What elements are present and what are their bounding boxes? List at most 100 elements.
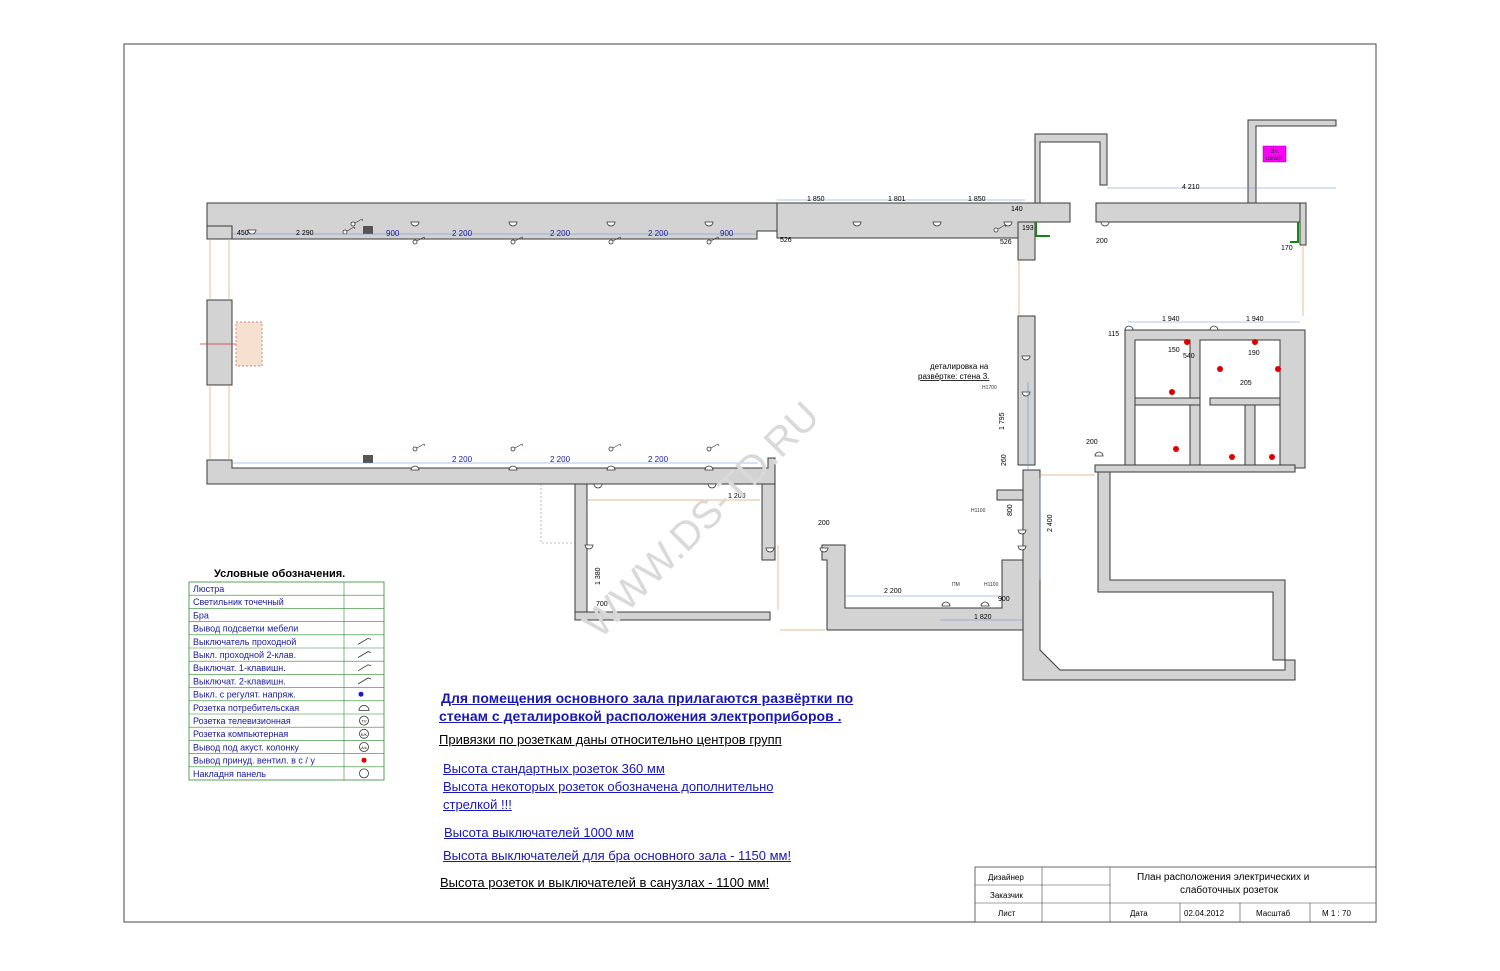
socket-icon: [1021, 355, 1031, 361]
h1100-label-b: H1100: [984, 582, 999, 588]
switch-icon: [412, 239, 418, 245]
vent-markers: [1169, 339, 1281, 460]
note-switches: Высота выключателей 1000 мм: [444, 825, 634, 840]
switch-icon: [510, 446, 516, 452]
electrical-shaft: [1262, 145, 1287, 163]
sheet-frame: [123, 43, 1377, 923]
tb-designer-label: Дизайнер: [988, 873, 1024, 882]
shaft-label-1: Эл.: [1270, 149, 1280, 155]
wall-lower-room-bottom: [574, 611, 771, 621]
legend-item-label: Розетка телевизионная: [193, 716, 291, 726]
socket-icon: [1094, 451, 1104, 457]
socket-icon: [941, 601, 951, 607]
dim-lower-2: 200: [818, 520, 830, 527]
dim-lower-4: 700: [596, 601, 608, 608]
switch-lever: [514, 236, 524, 242]
wall-shaft-room: [1247, 119, 1337, 204]
dimension-lines: [232, 187, 1336, 621]
wall-left-niche: [206, 299, 233, 386]
socket-icon: [1124, 325, 1134, 331]
wall-upper-room: [1034, 133, 1108, 204]
dim-near-1: 526: [780, 237, 792, 244]
legend-title: Условные обозначения.: [214, 568, 345, 580]
switch-lever: [612, 236, 622, 242]
dim-room-5: 540: [1183, 353, 1195, 360]
tb-date-value: 02.04.2012: [1184, 909, 1225, 918]
dim-top-1: 1 850: [807, 196, 825, 203]
wall-left-top: [206, 225, 233, 240]
socket-icon: [1100, 221, 1110, 227]
dim-lower-11: 2 400: [1047, 514, 1054, 532]
wall-room-divider-1: [1134, 397, 1201, 406]
tb-scale-value: М 1 : 70: [1322, 909, 1351, 918]
note-height-some-1: Высота некоторых розеток обозначена допо…: [443, 779, 774, 794]
socket-icon: [358, 705, 370, 711]
dim-near-4: 193: [1022, 225, 1034, 232]
tv-socket-icon: TV: [359, 715, 369, 726]
switch-icon: [608, 239, 614, 245]
legend-item-label: Накладня панель: [193, 769, 266, 779]
switch-icon: [608, 446, 614, 452]
wall-lower-right: [1022, 469, 1296, 681]
legend-item-label: Розетка потребительская: [193, 703, 299, 713]
switch-lever: [346, 226, 356, 232]
wall-center-2: [1017, 315, 1036, 466]
socket-icon: [508, 221, 518, 227]
switch-lever: [710, 443, 720, 449]
note-switches-bra: Высота выключателей для бра основного за…: [443, 848, 792, 863]
windows: [209, 239, 1304, 631]
switch-icon: [357, 664, 372, 672]
door-marker-2: [1290, 222, 1299, 243]
dim-room-6: 190: [1248, 350, 1260, 357]
dim-lower-7: 1 820: [974, 614, 992, 621]
switch-icon: [706, 239, 712, 245]
dimension-texts: 1 850 1 801 1 850 4 210 450 2 290 900 2 …: [237, 184, 1293, 621]
tb-date-label: Дата: [1130, 909, 1148, 918]
wall-lower-left: [574, 483, 588, 613]
socket-icon: [606, 465, 616, 471]
dim-room-7: 205: [1240, 380, 1252, 387]
socket-icon: [1017, 545, 1027, 551]
wall-lower-mid: [761, 483, 776, 561]
dim-lower-9: 260: [1001, 454, 1008, 466]
tb-scale-label: Масштаб: [1256, 909, 1291, 918]
dim-room-3: 115: [1108, 331, 1119, 338]
dim-lower-3: 1 380: [595, 567, 602, 585]
socket-icon: [704, 465, 714, 471]
dim-top-2: 1 801: [888, 196, 906, 203]
left-niche: [200, 321, 263, 367]
wall-room-divider-3: [1244, 404, 1256, 466]
dim-row-top-3: 900: [386, 229, 400, 238]
wall-bath-block: [821, 544, 1024, 631]
socket-icon: [410, 221, 420, 227]
dim-lower-10: 800: [1007, 504, 1014, 516]
socket-icon: [410, 465, 420, 471]
switch-lever: [416, 443, 426, 449]
legend-item-label: Вывод под акуст. колонку: [193, 742, 299, 752]
switch-icon: [357, 677, 372, 685]
socket-icon: [707, 483, 717, 489]
dim-row-bottom-1: 2 200: [452, 455, 473, 464]
h1100-label-a: H1100: [971, 508, 986, 514]
switch-icon: [342, 229, 348, 235]
dim-row-top-5: 2 200: [550, 229, 571, 238]
dim-room-2: 1 940: [1246, 316, 1264, 323]
note-bold-1: Для помещения основного зала прилагаются…: [441, 690, 854, 706]
socket-icon: [1017, 529, 1027, 535]
switch-icon: [706, 446, 712, 452]
computer-socket-icon: K/K: [359, 728, 369, 739]
switch-lever: [612, 443, 622, 449]
switch-icon: [357, 637, 372, 645]
dim-row-top-2: 2 290: [296, 230, 314, 237]
switch-lever: [416, 236, 426, 242]
detail-label-1: деталировка на: [930, 362, 989, 371]
dim-lower-6: 900: [998, 596, 1010, 603]
switch-lever: [710, 236, 720, 242]
panel-box-bottom: [363, 455, 373, 463]
switch-icon: [357, 651, 372, 658]
dashed-outline: [540, 484, 575, 544]
legend-item-label: Выкл. с регулят. напряж.: [193, 690, 296, 700]
legend-item-label: Вывод принуд. вентил. в с / у: [193, 756, 315, 766]
switch-lever: [997, 224, 1007, 230]
